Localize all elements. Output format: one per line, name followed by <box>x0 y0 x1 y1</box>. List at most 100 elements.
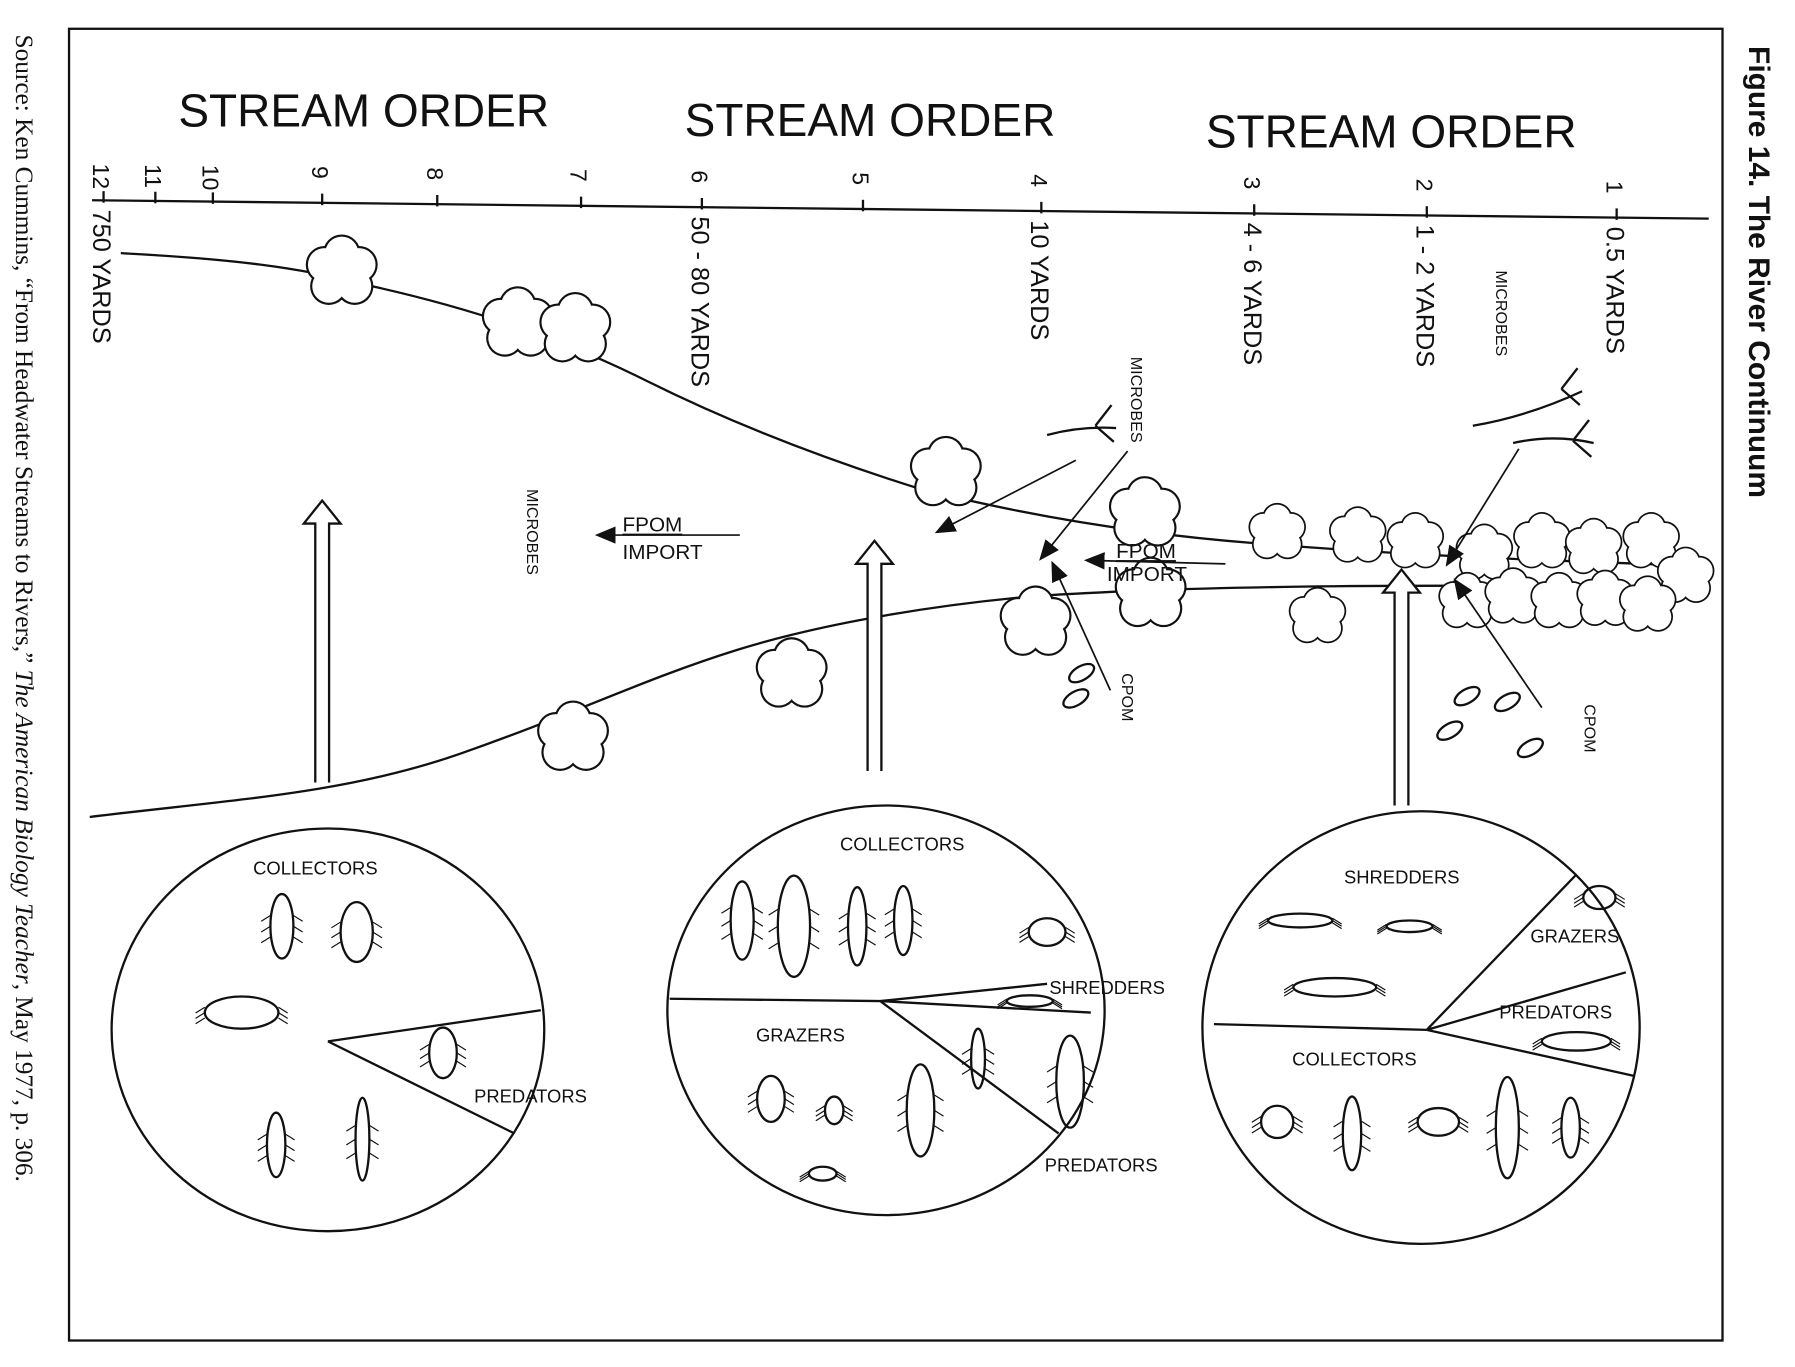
invertebrate-icon <box>1019 917 1076 947</box>
source-page: , May 1977, p. 306. <box>10 984 38 1182</box>
collectors-label: COLLECTORS <box>253 858 377 879</box>
stream-order-label: 7 <box>566 169 592 182</box>
microbe-sketch-icon <box>1046 404 1117 443</box>
invertebrate-icon <box>799 1165 847 1183</box>
leaf-icon <box>1493 691 1521 713</box>
up-arrow-icon <box>853 538 896 771</box>
invertebrate-icon <box>346 1096 379 1182</box>
up-arrow-icon <box>301 498 343 783</box>
collectors-label: COLLECTORS <box>1292 1049 1416 1070</box>
stream-order-label: 9 <box>307 166 333 179</box>
import-label-mid: IMPORT <box>1107 563 1187 586</box>
invertebrate-icon <box>1408 1106 1469 1137</box>
invertebrate-icon <box>721 880 764 961</box>
tree-icon <box>1248 502 1306 560</box>
stream-order-heading-2: STREAM ORDER <box>685 94 1056 146</box>
invertebrate-icon <box>768 874 820 979</box>
tree-icon <box>539 291 612 363</box>
tree-icon <box>1513 512 1571 569</box>
invertebrate-icon <box>884 884 922 957</box>
invertebrate-icon <box>257 1111 295 1179</box>
tree-icon <box>1288 586 1347 644</box>
stream-order-label: 5 <box>848 172 874 185</box>
cpom-label-head: CPOM <box>1580 704 1598 752</box>
tree-icon <box>1618 575 1677 632</box>
invertebrate-icon <box>419 1026 467 1080</box>
tree-icon <box>1564 517 1623 575</box>
tree-icon <box>909 435 982 507</box>
tree-icon <box>305 234 378 305</box>
community-circle <box>1201 810 1641 1246</box>
stream-order-label: 6 <box>687 170 713 183</box>
microbes-label-mid: MICROBES <box>1127 357 1145 443</box>
microbe-sketch-icon <box>1512 419 1594 458</box>
stream-order-heading-3: STREAM ORDER <box>1206 105 1577 157</box>
invertebrate-icon <box>897 1063 944 1158</box>
stream-order-label: 8 <box>422 167 448 180</box>
tree-icon <box>1108 476 1181 547</box>
invertebrate-icon <box>1377 919 1443 935</box>
invertebrate-icon <box>1532 1030 1621 1052</box>
fpom-label-large: FPOM <box>622 514 682 537</box>
shredders-label: SHREDDERS <box>1344 867 1460 888</box>
cpom-label-mid: CPOM <box>1118 673 1136 721</box>
input-arrow-icon <box>1445 448 1520 567</box>
invertebrate-icon <box>815 1095 853 1126</box>
stream-order-heading-1: STREAM ORDER <box>178 85 549 137</box>
tree-icon <box>481 286 554 357</box>
predators-label: PREDATORS <box>1499 1001 1612 1022</box>
figure-title: Figure 14. The River Continuum <box>1742 46 1775 498</box>
input-arrow-icon <box>1051 560 1112 691</box>
stream-order-label: 2 <box>1411 179 1437 192</box>
source-citation: Source: Ken Cummins, “From Headwater Str… <box>10 35 38 1182</box>
microbes-label-large: MICROBES <box>523 489 541 575</box>
invertebrate-icon <box>260 892 303 960</box>
input-arrow-icon <box>1039 450 1129 561</box>
invertebrate-icon <box>1283 976 1386 998</box>
tree-icon <box>1114 556 1187 628</box>
leaf-icon <box>1062 688 1090 709</box>
invertebrate-icon <box>1333 1095 1371 1172</box>
source-text: Source: Ken Cummins, “From Headwater Str… <box>10 35 38 670</box>
large-river-community: COLLECTORS PREDATORS <box>110 827 587 1233</box>
tree-icon <box>1455 523 1514 580</box>
import-label-large: IMPORT <box>622 541 702 564</box>
stream-width-label: 10 YARDS <box>1025 220 1053 340</box>
headwater-community: SHREDDERS GRAZERS PREDATORS COLLECTORS <box>1201 810 1641 1246</box>
stream-width-label: 1 - 2 YARDS <box>1410 225 1438 367</box>
leaf-icon <box>1453 685 1481 707</box>
microbe-sketch-icon <box>1472 367 1583 427</box>
leaf-icon <box>1068 662 1096 684</box>
invertebrate-icon <box>838 886 876 967</box>
stream-order-label: 1 <box>1601 181 1627 194</box>
predators-label: PREDATORS <box>1045 1154 1158 1175</box>
leaf-icon <box>1516 737 1544 759</box>
input-arrow-icon <box>934 459 1077 534</box>
input-arrow-icon <box>1083 552 1226 570</box>
stream-width-label: 50 - 80 YARDS <box>686 216 714 387</box>
tree-icon <box>755 637 828 708</box>
pie-dividers <box>327 1009 541 1135</box>
stream-order-label: 12 <box>88 164 114 190</box>
tree-icon <box>999 585 1072 656</box>
shredders-label: SHREDDERS <box>1049 977 1165 998</box>
stream-order-axis <box>92 199 1709 220</box>
up-arrow-icon <box>1380 567 1423 806</box>
tree-icon <box>1328 506 1387 563</box>
stream-order-label: 11 <box>140 164 166 188</box>
stream-width-label: 0.5 YARDS <box>1600 227 1628 354</box>
invertebrate-icon <box>195 995 288 1030</box>
predators-label: PREDATORS <box>474 1085 587 1106</box>
invertebrate-icon <box>1573 884 1626 911</box>
mid-river-community: COLLECTORS SHREDDERS GRAZERS PREDATORS <box>666 804 1165 1217</box>
invertebrate-icon <box>961 1027 995 1090</box>
grazers-label: GRAZERS <box>1530 925 1619 946</box>
riparian-trees <box>305 234 1715 771</box>
invertebrate-icon <box>331 900 383 964</box>
invertebrate-icon <box>997 994 1063 1010</box>
invertebrate-icon <box>1046 1034 1094 1129</box>
invertebrate-icon <box>1251 1104 1303 1140</box>
tree-icon <box>537 700 609 771</box>
